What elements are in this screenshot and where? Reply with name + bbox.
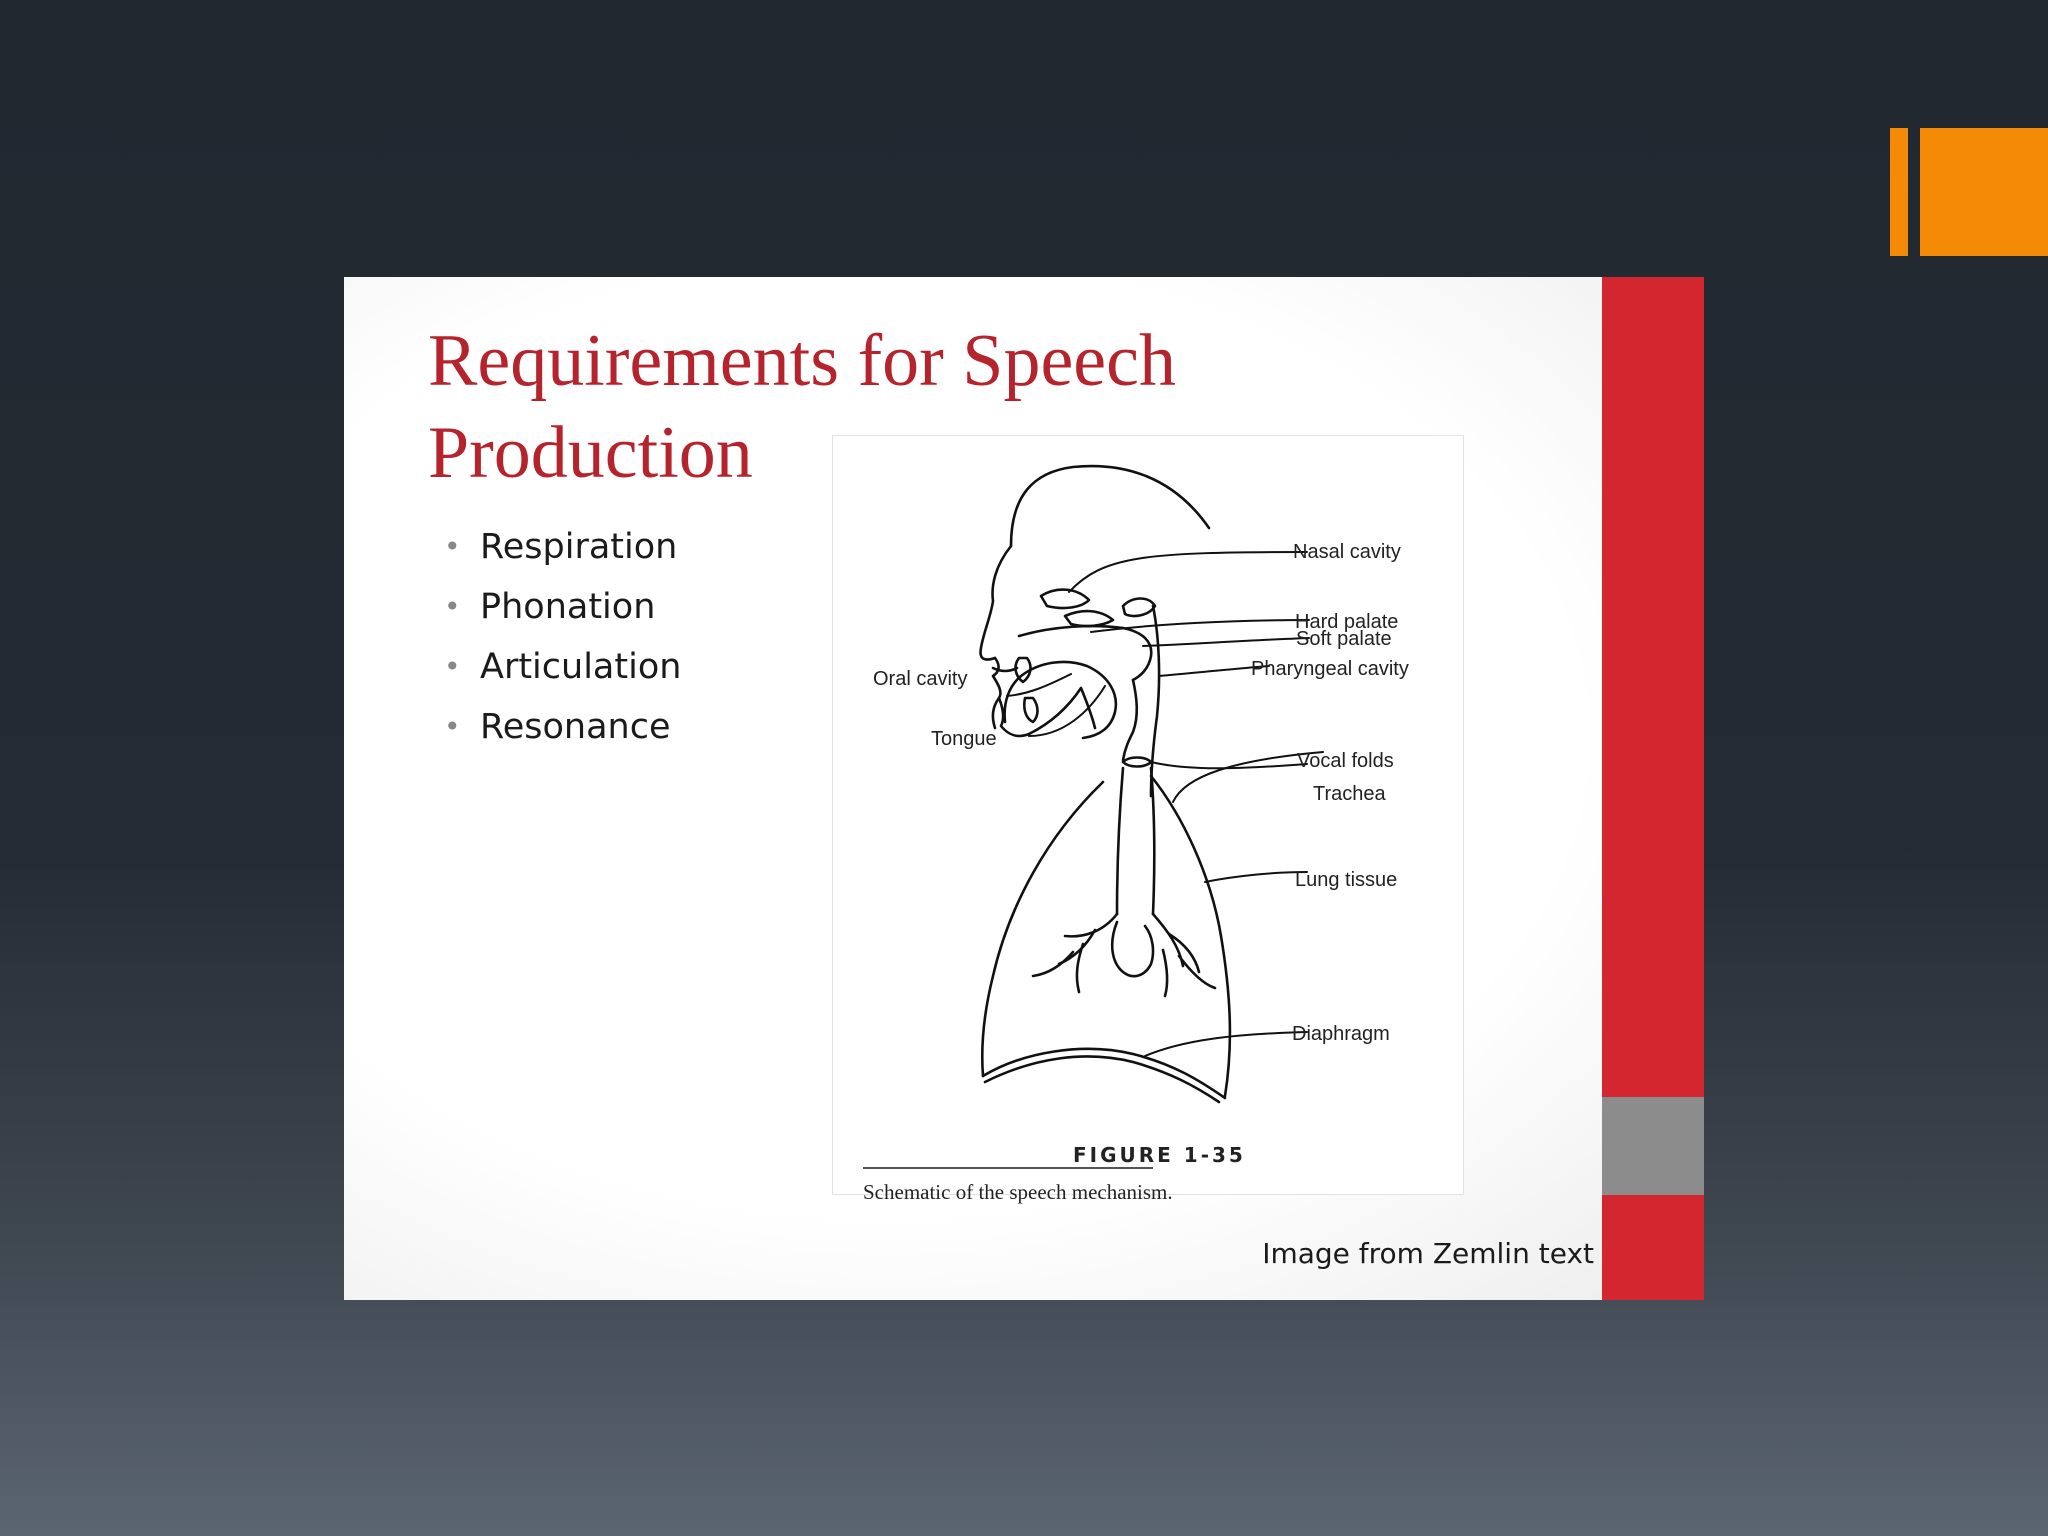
nasal-turbinate-2 xyxy=(1063,609,1115,628)
bronchi-right xyxy=(1151,912,1217,998)
leader-nasal-cavity xyxy=(1068,551,1308,593)
bullet-text: Articulation xyxy=(480,647,682,687)
label-soft-palate: Soft palate xyxy=(1296,628,1392,650)
pharynx-front-wall xyxy=(1121,678,1139,762)
bronchi-center xyxy=(1110,920,1155,978)
lung-right-outline xyxy=(1149,774,1232,1098)
bullet-list: • Respiration • Phonation • Articulation • R… xyxy=(440,517,681,757)
bullet-text: Respiration xyxy=(480,527,678,567)
leader-pharyngeal-cavity xyxy=(1158,665,1270,677)
diaphragm-lower-line xyxy=(983,1055,1221,1104)
face-lower-outline xyxy=(991,656,1002,730)
side-strip-gray xyxy=(1602,1097,1704,1195)
accent-bar-wide xyxy=(1920,128,2048,256)
upper-lip xyxy=(991,666,1019,673)
bullet-dot-icon: • xyxy=(444,590,461,623)
leader-hard-palate xyxy=(1090,619,1310,633)
nasal-turbinate-3 xyxy=(1121,597,1157,618)
figure-caption: Schematic of the speech mechanism. xyxy=(863,1180,1173,1204)
bullet-text: Phonation xyxy=(480,587,656,627)
speech-mechanism-diagram xyxy=(979,464,1324,1104)
leader-tongue xyxy=(1028,685,1106,737)
lung-left-outline xyxy=(981,780,1105,1078)
accent-bar-thin xyxy=(1890,128,1908,256)
tongue-outline xyxy=(1003,660,1118,740)
speech-mechanism-figure: Nasal cavity Hard palate Soft palate Ora… xyxy=(832,435,1464,1204)
chin-neck-outline xyxy=(1027,686,1097,736)
lower-lip-jaw xyxy=(997,696,1031,738)
title-line-1: Requirements for Speech xyxy=(428,320,1176,402)
label-nasal-cavity: Nasal cavity xyxy=(1293,541,1401,563)
label-diaphragm: Diaphragm xyxy=(1292,1023,1390,1045)
figure-rule xyxy=(863,1167,1153,1169)
label-oral-cavity: Oral cavity xyxy=(873,668,968,690)
bullet-text: Resonance xyxy=(480,707,671,747)
slide-title: Requirements for Speech Production xyxy=(428,315,1228,499)
slide-image: Requirements for Speech Production • Resp… xyxy=(344,277,1704,1300)
oral-cavity-teeth xyxy=(1014,656,1032,684)
figure-number: FIGURE 1-35 xyxy=(1073,1143,1246,1167)
trachea-left-wall xyxy=(1115,766,1125,916)
orange-accent-decoration xyxy=(1890,128,2048,256)
bullet-dot-icon: • xyxy=(444,530,461,563)
label-lung-tissue: Lung tissue xyxy=(1295,869,1398,891)
label-pharyngeal-cavity: Pharyngeal cavity xyxy=(1251,658,1409,680)
soft-palate-curve xyxy=(1121,626,1153,682)
image-credit: Image from Zemlin text xyxy=(1262,1237,1594,1270)
bullet-item: • Phonation xyxy=(440,577,681,637)
bullet-dot-icon: • xyxy=(444,650,461,683)
leader-soft-palate xyxy=(1142,637,1310,647)
pharynx-back-wall xyxy=(1149,604,1161,798)
trachea-right-wall xyxy=(1149,766,1156,916)
bullet-item: • Resonance xyxy=(440,697,681,757)
vocal-fold-ring xyxy=(1121,756,1153,768)
bronchi-left xyxy=(1031,912,1119,994)
nasal-turbinate-1 xyxy=(1039,588,1091,610)
skull-outline xyxy=(1009,464,1211,548)
label-vocal-folds: Vocal folds xyxy=(1297,750,1394,772)
bullet-dot-icon: • xyxy=(444,710,461,743)
label-trachea: Trachea xyxy=(1313,783,1386,805)
bullet-item: • Respiration xyxy=(440,517,681,577)
hard-palate-line xyxy=(1017,624,1125,638)
label-hard-palate: Hard palate xyxy=(1295,611,1399,633)
leader-oral-cavity xyxy=(1006,673,1072,697)
tongue-tip-detail xyxy=(1022,696,1039,724)
diaphragm-curve xyxy=(981,1047,1227,1100)
label-tongue: Tongue xyxy=(931,728,997,750)
title-line-2: Production xyxy=(428,412,753,494)
bullet-item: • Articulation xyxy=(440,637,681,697)
leader-diaphragm xyxy=(1144,1031,1308,1057)
leader-lung-tissue xyxy=(1204,871,1308,883)
leader-trachea xyxy=(1172,751,1324,803)
forehead-nose-outline xyxy=(979,544,1013,661)
